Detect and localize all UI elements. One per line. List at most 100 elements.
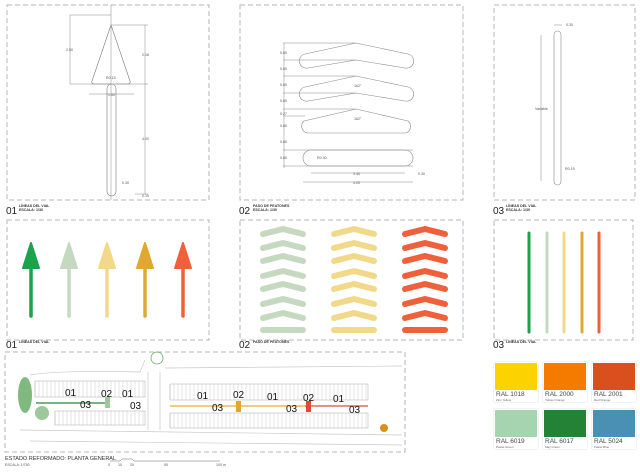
dim-label: 0.15 [142, 194, 149, 198]
colored-lines [527, 231, 601, 334]
chevron-mark [260, 268, 306, 279]
chevron-mark [260, 296, 306, 307]
scale-tick: 100 m [216, 463, 226, 467]
dim-label: R0.15 [106, 76, 116, 80]
chevron-mark [402, 240, 448, 251]
dim-label: 0.30 [566, 23, 573, 27]
scale-bar: 0 10 20 50 100 m [108, 458, 226, 467]
ral-name: Pastel Green [496, 445, 514, 449]
detail-scale: ESCALA: 1/30 [506, 208, 530, 212]
dim-label: 0.60 [280, 51, 287, 55]
swatch-color [593, 410, 635, 437]
chevron-mark [260, 281, 306, 292]
scale-tick: 20 [130, 463, 134, 467]
plan-label: 01 [267, 392, 279, 403]
ral-code: RAL 5024 [594, 438, 623, 445]
dim-label: 0.60 [280, 156, 287, 160]
plan-scale: ESCALA: 1/750 [5, 463, 30, 467]
detail-scale: ESCALA: 1/30 [19, 208, 43, 212]
chevron-mark [331, 240, 377, 251]
plan-label: 02 [303, 393, 315, 404]
dim-label: 0.60 [280, 83, 287, 87]
ral-name: May Green [545, 445, 560, 449]
detail-title: PASO DE PEATONES [253, 340, 290, 344]
detail-number: 01 [6, 340, 18, 351]
detail-title: LÍNEAS DEL VIAL [506, 339, 537, 344]
red-crossing [306, 401, 311, 412]
detail-number: 02 [239, 340, 251, 351]
roundabout-tree [150, 351, 164, 365]
ral-code: RAL 6017 [545, 438, 574, 445]
ral-code: RAL 2000 [545, 391, 574, 398]
detail-number: 03 [493, 340, 505, 351]
colored-arrows [22, 242, 192, 318]
dim-label: 2.50 [66, 48, 73, 52]
dim-label: 0.60 [280, 140, 287, 144]
tree-cluster [18, 377, 32, 413]
dim-label: 4.00 [353, 181, 360, 185]
plan-label: 01 [122, 389, 134, 400]
plan-label: 03 [212, 403, 224, 414]
ochre-planter [380, 424, 388, 432]
parking-block [54, 410, 146, 426]
panel-frame-arrow-detail [6, 4, 210, 201]
detail-scale: ESCALA: 1/30 [253, 208, 277, 212]
chevron-mark [260, 226, 306, 237]
ral-code: RAL 6019 [496, 438, 525, 445]
plan-frame [4, 351, 406, 453]
chevron-mark [402, 310, 448, 321]
chevron-mark [331, 253, 377, 264]
detail-title: LÍNEAS DEL VIAL [19, 203, 50, 208]
dim-label: 4.00 [142, 137, 149, 141]
scale-tick: 0 [108, 463, 110, 467]
detail-number: 02 [239, 206, 251, 217]
dim-label: 0.60 [280, 67, 287, 71]
chevron-mark [402, 268, 448, 279]
site-plan [18, 351, 403, 446]
chevron-mark [331, 310, 377, 321]
detail-title: LÍNEAS DEL VIAL [506, 203, 537, 208]
scale-tick: 50 [164, 463, 168, 467]
dim-label: R0.15 [565, 167, 575, 171]
chevron-mark [331, 296, 377, 307]
plan-label: 01 [65, 388, 77, 399]
plan-title: ESTADO REFORMADO: PLANTA GENERAL [5, 456, 117, 462]
plan-label: 02 [233, 390, 245, 401]
swatch-color [495, 363, 537, 390]
chevron-mark [402, 253, 448, 264]
parking-rows [34, 380, 369, 429]
dim-label: 2.16 [142, 53, 149, 57]
chevron-mark [260, 253, 306, 264]
panel-frame-arrows-color [6, 219, 210, 341]
ral-name: Pastel Blue [594, 445, 610, 449]
plan-label: 03 [130, 401, 142, 412]
swatch-color [544, 410, 586, 437]
panel-frame-crossings-color [239, 219, 464, 341]
detail-number: 01 [6, 206, 18, 217]
plan-label: 01 [197, 391, 209, 402]
dim-label: 1.50 [108, 93, 115, 97]
dim-label: 162° [354, 84, 362, 88]
panel-frame-crossing-detail [239, 4, 464, 201]
chevron-mark [260, 310, 306, 321]
dim-label: 162° [354, 117, 362, 121]
dim-label: 0.30 [122, 181, 129, 185]
plan-label: 03 [80, 400, 92, 411]
chevron-mark [331, 226, 377, 237]
chevron-mark [331, 268, 377, 279]
chevron-mark [402, 296, 448, 307]
panel-frame-lines-color [493, 219, 634, 341]
plan-label: 01 [333, 394, 345, 405]
detail-number: 03 [493, 206, 505, 217]
colored-crossings [260, 226, 448, 333]
green-area [35, 406, 49, 420]
dim-label: 0.60 [280, 124, 287, 128]
ral-name: Yellow Orange [545, 398, 565, 402]
swatch-color [495, 410, 537, 437]
